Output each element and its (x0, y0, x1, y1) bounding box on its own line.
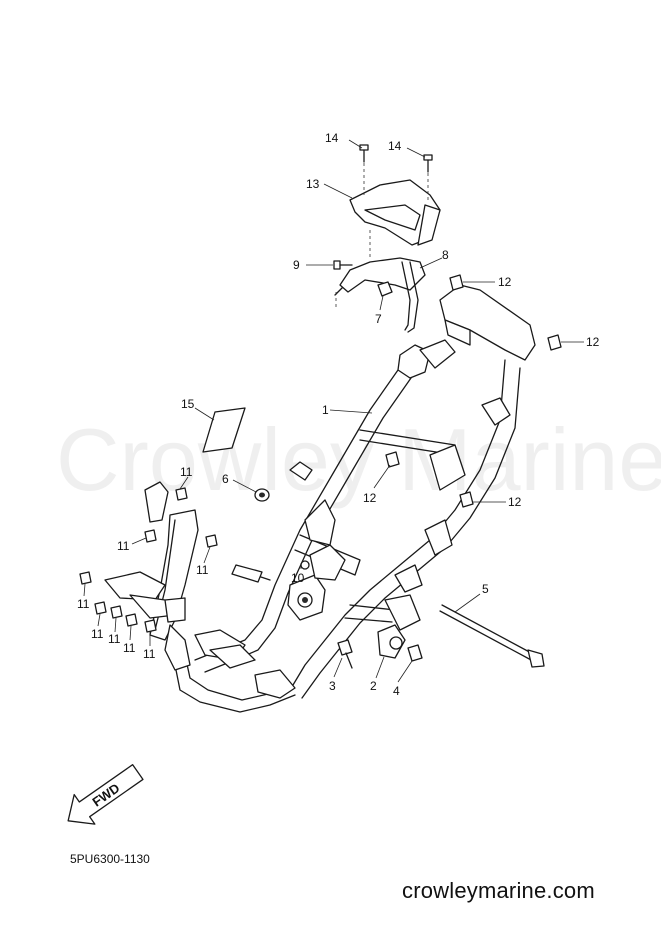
callout-11-h: 11 (143, 647, 156, 661)
callout-12-c: 12 (363, 491, 377, 505)
callout-11-f: 11 (108, 632, 121, 646)
label-15[interactable] (202, 407, 246, 453)
rear-carrier[interactable] (349, 179, 441, 246)
nut-11-e[interactable] (94, 601, 107, 615)
nut-11-d[interactable] (79, 571, 92, 585)
damper-2[interactable] (377, 624, 406, 659)
front-headstock[interactable] (104, 481, 199, 671)
bolt-5[interactable] (439, 604, 545, 668)
diagram-code: 5PU6300-1130 (70, 852, 150, 866)
nut-11-c[interactable] (205, 534, 218, 548)
callout-7: 7 (375, 312, 382, 326)
nut-11-h[interactable] (144, 619, 157, 633)
callout-15: 15 (181, 397, 195, 411)
bolt-14-left[interactable] (359, 144, 369, 163)
callout-11-g: 11 (123, 641, 136, 655)
nut-12-b[interactable] (547, 334, 562, 351)
nut-12-c[interactable] (385, 451, 400, 468)
callout-5: 5 (482, 582, 489, 596)
callout-14-left: 14 (325, 131, 339, 145)
bush-6[interactable] (254, 488, 270, 502)
callout-10: 10 (291, 571, 305, 585)
callout-4: 4 (393, 684, 400, 698)
callout-12-b: 12 (586, 335, 600, 349)
callout-3: 3 (329, 679, 336, 693)
callout-11-b: 11 (117, 539, 130, 553)
callout-13: 13 (306, 177, 320, 191)
bolt-14-right[interactable] (423, 154, 433, 173)
callout-11-e: 11 (91, 627, 104, 641)
callout-14-right: 14 (388, 139, 402, 153)
callout-2: 2 (370, 679, 377, 693)
bolt-3[interactable] (337, 639, 353, 669)
fwd-arrow: FWD (67, 764, 144, 825)
callout-11-a: 11 (180, 465, 193, 479)
nut-12-a[interactable] (449, 274, 464, 291)
callout-6: 6 (222, 472, 229, 486)
bolt-9[interactable] (333, 260, 353, 270)
website-link[interactable]: crowleymarine.com (402, 878, 595, 903)
nut-10[interactable] (300, 560, 310, 570)
nut-7[interactable] (377, 281, 393, 297)
callout-11-c: 11 (196, 563, 209, 577)
nut-12-d[interactable] (459, 491, 474, 508)
nut-11-a[interactable] (175, 487, 188, 501)
callout-9: 9 (293, 258, 300, 272)
callout-1: 1 (322, 403, 329, 417)
leader-lines (83, 139, 584, 683)
nut-4[interactable] (407, 644, 423, 662)
callout-12-a: 12 (498, 275, 512, 289)
main-frame[interactable] (174, 284, 536, 713)
nut-11-f[interactable] (110, 605, 123, 619)
callout-12-d: 12 (508, 495, 522, 509)
nut-11-g[interactable] (125, 613, 138, 627)
callout-11-d: 11 (77, 597, 90, 611)
nut-11-b[interactable] (144, 529, 157, 543)
callout-8: 8 (442, 248, 449, 262)
rear-bracket[interactable] (334, 257, 426, 333)
